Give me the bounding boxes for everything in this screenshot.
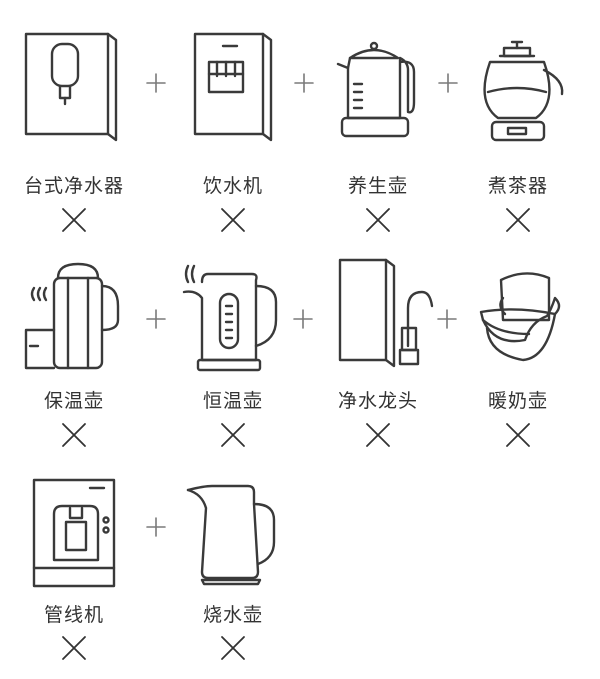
product-label: 保温壶 [43,390,104,412]
constant-temp-kettle-icon [178,250,288,380]
product-label: 烧水壶 [202,604,263,626]
plus-icon [436,308,458,330]
product-label: 管线机 [43,604,104,626]
product-label: 养生壶 [347,175,408,197]
plus-icon [145,72,167,94]
countertop-purifier-icon [18,22,128,152]
plus-icon [145,516,167,538]
plus-icon [145,308,167,330]
plus-icon [293,72,315,94]
cross-icon [364,421,392,449]
product-label: 暖奶壶 [487,390,548,412]
plus-icon [437,72,459,94]
water-dispenser-icon [183,22,293,152]
product-label: 净水龙头 [337,390,418,412]
cross-icon [219,421,247,449]
thermos-icon [18,250,128,380]
product-label: 煮茶器 [487,175,548,197]
cross-icon [504,421,532,449]
milk-warmer-icon [475,250,585,380]
cross-icon [219,206,247,234]
pipeline-machine-icon [26,468,136,598]
cross-icon [60,634,88,662]
cross-icon [60,421,88,449]
cross-icon [60,206,88,234]
cross-icon [219,634,247,662]
kettle-icon [178,468,288,598]
plus-icon [292,308,314,330]
product-label: 恒温壶 [202,390,263,412]
product-label: 饮水机 [202,175,263,197]
purifier-faucet-icon [330,250,440,380]
health-pot-icon [328,22,438,152]
tea-brewer-icon [470,22,580,152]
cross-icon [504,206,532,234]
product-label: 台式净水器 [23,175,124,197]
cross-icon [364,206,392,234]
